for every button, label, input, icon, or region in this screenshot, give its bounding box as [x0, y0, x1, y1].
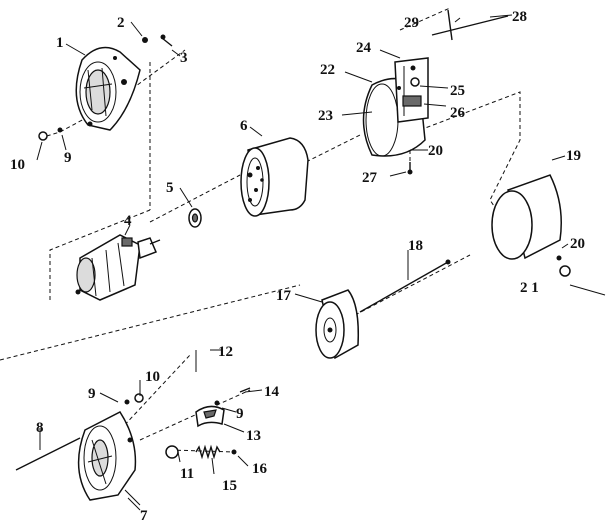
label-27: 27	[362, 170, 378, 186]
part-27-screw	[407, 162, 413, 175]
leader-lines	[36, 14, 569, 511]
label-9-upper: 9	[64, 150, 72, 166]
part-9-screw-lower	[214, 400, 220, 406]
label-20-upper: 20	[428, 143, 443, 159]
label-17: 17	[276, 288, 292, 304]
part-3-screw	[160, 34, 173, 47]
label-25: 25	[450, 83, 465, 99]
label-21: 2 1	[520, 280, 539, 296]
label-20-lower: 20	[570, 236, 585, 252]
label-12: 12	[218, 344, 233, 360]
label-4: 4	[124, 213, 132, 229]
label-3: 3	[180, 50, 188, 66]
part-6-center-housing	[240, 137, 309, 217]
part-1-front-housing	[75, 46, 141, 131]
part-18-shaft	[359, 259, 451, 313]
part-29-pin	[447, 9, 453, 41]
label-23: 23	[318, 108, 333, 124]
label-11: 11	[180, 466, 194, 482]
label-22: 22	[320, 62, 335, 78]
label-6: 6	[240, 118, 248, 134]
part-9-screw-mid	[124, 399, 130, 405]
label-16: 16	[252, 461, 268, 477]
label-5: 5	[166, 180, 174, 196]
label-24: 24	[356, 40, 372, 56]
label-10-mid: 10	[145, 369, 160, 385]
part-15-spring	[195, 444, 221, 460]
part-10-washer-upper	[38, 131, 48, 141]
label-1: 1	[56, 35, 64, 51]
label-26: 26	[450, 105, 466, 121]
callout-labels: 1 2 3 10 9 4 5 6 22 23 24 25 26 20 27 29…	[10, 9, 585, 524]
part-4-motor	[75, 234, 161, 301]
part-20-screw-lower	[556, 255, 562, 261]
label-18: 18	[408, 238, 423, 254]
part-8-needle	[15, 437, 81, 471]
label-19: 19	[566, 148, 581, 164]
label-7: 7	[140, 508, 148, 524]
part-17-fan-wheel	[315, 289, 360, 360]
part-5-bearing	[188, 208, 202, 228]
label-8: 8	[36, 420, 44, 436]
label-15: 15	[222, 478, 237, 494]
part-11-knob	[165, 445, 179, 459]
label-14: 14	[264, 384, 280, 400]
part-14-pin	[239, 387, 251, 393]
label-10-upper: 10	[10, 157, 25, 173]
part-21-nut	[559, 265, 606, 296]
part-24-bracket	[394, 57, 429, 123]
label-9-lower: 9	[236, 406, 244, 422]
part-7-rear-housing	[77, 411, 141, 506]
part-16-clip	[231, 449, 237, 455]
label-9-mid: 9	[88, 386, 96, 402]
part-13-cam	[195, 405, 225, 428]
label-29: 29	[404, 15, 419, 31]
part-2-screw	[142, 37, 148, 43]
label-2: 2	[117, 15, 125, 31]
part-10-washer-mid	[134, 393, 144, 403]
part-19-cylinder-cover	[491, 174, 562, 260]
label-13: 13	[246, 428, 261, 444]
part-9-screw-upper	[57, 127, 63, 133]
label-28: 28	[512, 9, 527, 25]
part-28-rod	[431, 15, 509, 36]
